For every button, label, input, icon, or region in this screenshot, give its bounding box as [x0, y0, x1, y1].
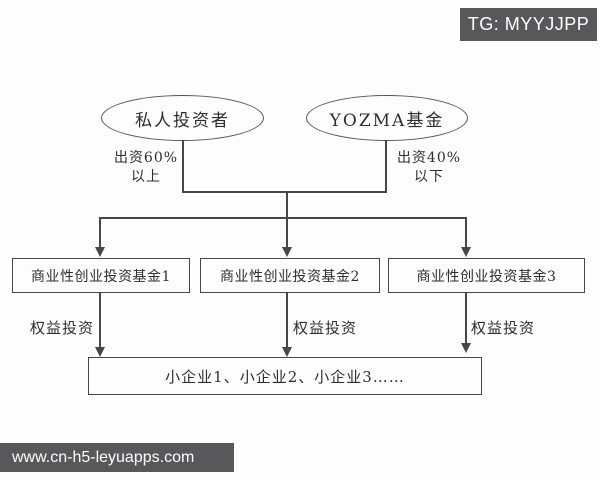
node-private-investors: 私人投资者 — [101, 95, 264, 141]
arrowhead-fund3-icon — [461, 343, 471, 353]
node-fund-1: 商业性创业投资基金1 — [12, 258, 190, 293]
connector-split-bar — [99, 217, 467, 219]
edge-label-contribution-60: 出资60% 以上 — [113, 150, 179, 185]
node-fund-3-label: 商业性创业投资基金3 — [416, 268, 557, 285]
node-small-enterprises: 小企业1、小企业2、小企业3…… — [88, 357, 482, 395]
connector-fund3-to-enterprises — [465, 292, 467, 344]
arrowhead-fund1-icon — [95, 347, 105, 357]
connector-fund2-to-enterprises — [286, 292, 288, 348]
node-fund-2-label: 商业性创业投资基金2 — [220, 268, 360, 285]
node-fund-2: 商业性创业投资基金2 — [200, 258, 380, 293]
node-yozma-fund-label: YOZMA基金 — [329, 110, 445, 131]
edge-label-equity-1: 权益投资 — [30, 319, 95, 337]
connector-merge-bar — [182, 191, 387, 193]
node-fund-1-label: 商业性创业投资基金1 — [31, 268, 171, 285]
edge-label-equity-2: 权益投资 — [293, 319, 358, 337]
website-url-text: www.cn-h5-leyuapps.com — [12, 448, 195, 466]
node-fund-3: 商业性创业投资基金3 — [388, 258, 585, 293]
connector-fund1-to-enterprises — [99, 292, 101, 348]
arrowhead-fund2-icon — [282, 347, 292, 357]
node-private-investors-label: 私人投资者 — [135, 110, 230, 131]
arrowhead-to-fund1-icon — [95, 247, 105, 257]
edge-label-equity-3: 权益投资 — [471, 319, 536, 337]
arrowhead-to-fund3-icon — [461, 247, 471, 257]
connector-to-fund3 — [465, 218, 467, 248]
connector-merge-down — [286, 192, 288, 248]
telegram-watermark-badge: TG: MYYJJPP — [460, 8, 597, 41]
connector-to-fund1 — [99, 218, 101, 248]
website-watermark-bar: www.cn-h5-leyuapps.com — [0, 443, 234, 472]
telegram-watermark-text: TG: MYYJJPP — [467, 14, 590, 34]
arrowhead-to-fund2-icon — [282, 247, 292, 257]
node-small-enterprises-label: 小企业1、小企业2、小企业3…… — [165, 367, 405, 386]
edge-label-contribution-40: 出资40% 以下 — [396, 150, 462, 185]
connector-yozma-down — [385, 140, 387, 193]
node-yozma-fund: YOZMA基金 — [306, 95, 468, 141]
connector-private-down — [182, 140, 184, 193]
